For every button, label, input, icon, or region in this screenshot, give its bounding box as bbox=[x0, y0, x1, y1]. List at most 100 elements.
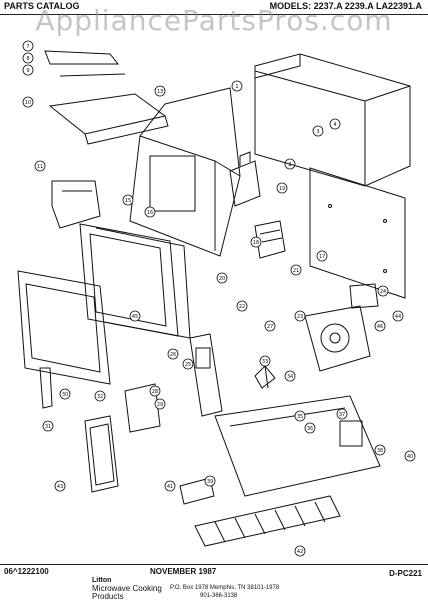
callout-22 bbox=[236, 300, 248, 312]
callout-11 bbox=[34, 160, 46, 172]
callout-34 bbox=[284, 370, 296, 382]
callout-25 bbox=[182, 358, 194, 370]
callout-label-9: 9 bbox=[26, 68, 29, 74]
callout-label-39: 39 bbox=[207, 479, 213, 485]
callout-label-27: 27 bbox=[267, 324, 273, 330]
page-header: PARTS CATALOG MODELS: 2237.A 2239.A LA22… bbox=[0, 0, 428, 15]
oven-rack bbox=[194, 495, 341, 547]
callout-label-37: 37 bbox=[339, 412, 345, 418]
stirrer-assembly bbox=[44, 50, 126, 77]
callout-label-46: 46 bbox=[377, 324, 383, 330]
callout-8 bbox=[22, 52, 34, 64]
fan-blade bbox=[254, 365, 276, 389]
back-plate bbox=[309, 167, 406, 299]
door-frame bbox=[79, 223, 191, 339]
magnetron bbox=[229, 151, 261, 207]
callout-label-13: 13 bbox=[157, 89, 163, 95]
bottom-plate bbox=[214, 395, 381, 497]
door-choke bbox=[84, 415, 119, 493]
callout-label-1: 1 bbox=[235, 84, 238, 90]
callout-label-36: 36 bbox=[307, 426, 313, 432]
publication-date: NOVEMBER 1987 bbox=[150, 567, 217, 576]
callout-41 bbox=[164, 480, 176, 492]
callout-18 bbox=[250, 236, 262, 248]
door-panel bbox=[17, 270, 111, 385]
cabinet-wrapper bbox=[254, 53, 411, 187]
page-code: D-PC221 bbox=[389, 569, 422, 578]
callout-16 bbox=[144, 206, 156, 218]
callout-label-41: 41 bbox=[167, 484, 173, 490]
callout-43 bbox=[54, 480, 66, 492]
callout-label-3: 3 bbox=[316, 129, 319, 135]
callout-label-17: 17 bbox=[319, 254, 325, 260]
callout-label-18: 18 bbox=[253, 240, 259, 246]
callout-45 bbox=[129, 310, 141, 322]
callout-44 bbox=[392, 310, 404, 322]
filter-pad bbox=[179, 477, 215, 505]
callout-label-29: 29 bbox=[157, 402, 163, 408]
callout-label-42: 42 bbox=[297, 549, 303, 555]
callout-42 bbox=[294, 545, 306, 557]
waveguide-cover bbox=[48, 93, 169, 145]
callout-4 bbox=[329, 118, 341, 130]
callout-label-23: 23 bbox=[297, 314, 303, 320]
page-footer: 06^1222100 NOVEMBER 1987 D-PC221 Litton … bbox=[0, 564, 428, 601]
document-number: 06^1222100 bbox=[4, 567, 49, 576]
callout-31 bbox=[42, 420, 54, 432]
callout-label-45: 45 bbox=[132, 314, 138, 320]
callout-label-31: 31 bbox=[45, 424, 51, 430]
side-bracket bbox=[51, 180, 101, 229]
callout-label-20: 20 bbox=[219, 276, 225, 282]
callout-1 bbox=[231, 80, 243, 92]
callout-3 bbox=[312, 125, 324, 137]
callout-23 bbox=[294, 310, 306, 322]
callout-label-21: 21 bbox=[293, 268, 299, 274]
product-line: Microwave Cooking Products bbox=[92, 584, 162, 601]
transformer bbox=[254, 220, 286, 259]
callout-46 bbox=[374, 320, 386, 332]
callout-label-40: 40 bbox=[407, 454, 413, 460]
callout-label-33: 33 bbox=[262, 359, 268, 365]
callout-label-15: 15 bbox=[125, 198, 131, 204]
callout-15 bbox=[122, 194, 134, 206]
callout-label-10: 10 bbox=[25, 100, 31, 106]
callout-28 bbox=[149, 385, 161, 397]
callout-26 bbox=[167, 348, 179, 360]
callout-7 bbox=[22, 40, 34, 52]
callout-33 bbox=[259, 355, 271, 367]
callout-2 bbox=[284, 158, 296, 170]
callout-39 bbox=[204, 475, 216, 487]
brand-name: Litton bbox=[92, 577, 112, 584]
catalog-title: PARTS CATALOG bbox=[4, 1, 80, 11]
callout-13 bbox=[154, 85, 166, 97]
callout-29 bbox=[154, 398, 166, 410]
callout-label-43: 43 bbox=[57, 484, 63, 490]
callout-17 bbox=[316, 250, 328, 262]
callout-label-35: 35 bbox=[297, 414, 303, 420]
callout-21 bbox=[290, 264, 302, 276]
callout-38 bbox=[374, 444, 386, 456]
callout-30 bbox=[59, 388, 71, 400]
callout-9 bbox=[22, 64, 34, 76]
company-phone: 901-366-3138 bbox=[200, 593, 238, 599]
diode-bracket bbox=[349, 283, 379, 309]
callout-label-11: 11 bbox=[37, 164, 43, 170]
callout-label-2: 2 bbox=[288, 162, 291, 168]
callout-label-38: 38 bbox=[377, 448, 383, 454]
door-latch bbox=[39, 367, 53, 409]
callout-label-22: 22 bbox=[239, 304, 245, 310]
callout-label-4: 4 bbox=[333, 122, 336, 128]
control-panel bbox=[189, 333, 223, 417]
callout-label-32: 32 bbox=[97, 394, 103, 400]
callout-label-8: 8 bbox=[26, 56, 29, 62]
oven-cavity bbox=[129, 87, 241, 257]
callout-label-19: 19 bbox=[279, 186, 285, 192]
callout-20 bbox=[216, 272, 228, 284]
exploded-parts-diagram: 7 8 9 10 13 1 2 3 4 11 15161819201721222… bbox=[17, 40, 416, 557]
callout-40 bbox=[404, 450, 416, 462]
blower-assembly bbox=[304, 305, 371, 372]
callout-label-44: 44 bbox=[395, 314, 401, 320]
callout-19 bbox=[276, 182, 288, 194]
callout-label-28: 28 bbox=[152, 389, 158, 395]
callout-32 bbox=[94, 390, 106, 402]
